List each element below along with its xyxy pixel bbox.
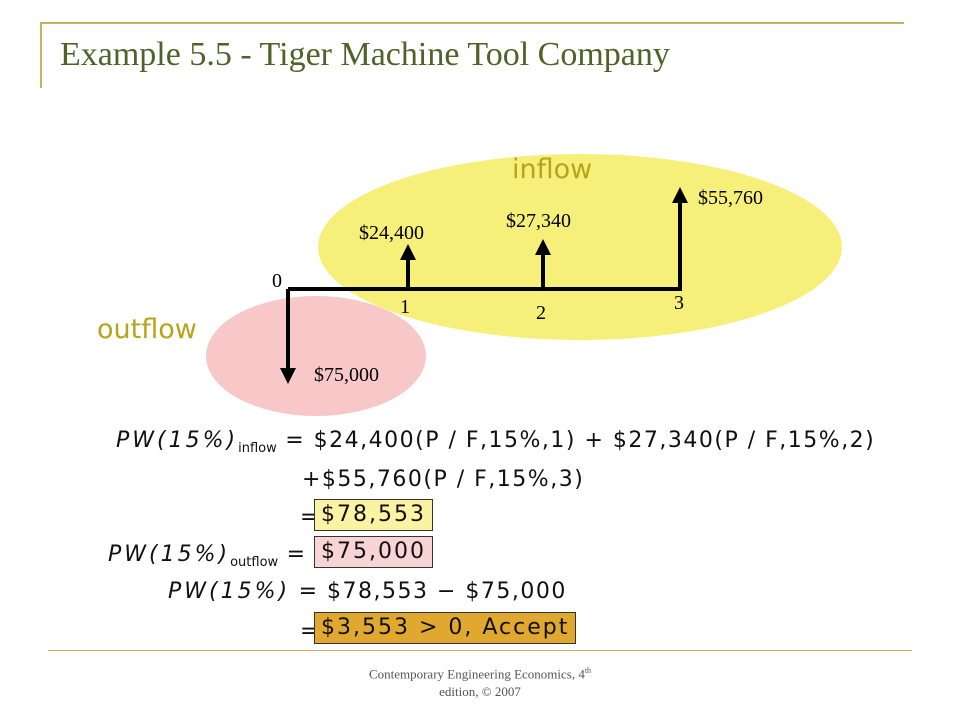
- footer-line-1: Contemporary Engineering Economics, 4: [368, 666, 585, 682]
- pw-inflow-lhs: PW(15%): [116, 428, 239, 453]
- equation-line-5: PW(15%) = $78,553 − $75,000: [168, 579, 567, 604]
- slide-title: Example 5.5 - Tiger Machine Tool Company: [60, 36, 670, 73]
- footer-superscript: th: [584, 666, 592, 675]
- outflow-subscript: outflow: [230, 555, 279, 570]
- equation-line-4: PW(15%)outflow =: [108, 542, 307, 570]
- left-frame-rule: [40, 22, 42, 88]
- pw-net-lhs: PW(15%): [168, 579, 291, 604]
- equals-sign-6: =: [300, 619, 320, 644]
- pw-inflow-result-box: $78,553: [314, 499, 433, 531]
- equation-line-1: PW(15%)inflow = $24,400(P / F,15%,1) + $…: [116, 428, 875, 456]
- equals-sign-3: =: [300, 505, 320, 530]
- period-label-3: 3: [674, 292, 684, 314]
- period-label-2: 2: [536, 302, 546, 324]
- bottom-frame-rule: [48, 650, 912, 651]
- amount-period-0: $75,000: [314, 364, 379, 386]
- outflow-label: outflow: [97, 314, 197, 345]
- equals-sign-4: =: [286, 542, 307, 567]
- amount-period-3: $55,760: [698, 187, 763, 209]
- amount-period-2: $27,340: [506, 210, 571, 232]
- inflow-subscript: inflow: [238, 441, 277, 456]
- outflow-region: [206, 296, 426, 416]
- amount-period-1: $24,400: [359, 222, 424, 244]
- period-label-0: 0: [272, 270, 282, 292]
- pw-inflow-rhs: = $24,400(P / F,15%,1) + $27,340(P / F,1…: [285, 428, 876, 453]
- pw-outflow-result-box: $75,000: [314, 536, 433, 568]
- period-label-1: 1: [400, 296, 410, 318]
- footer-line-2: edition, © 2007: [439, 684, 521, 700]
- equation-line-2: +$55,760(P / F,15%,3): [302, 467, 585, 492]
- accept-result-box: $3,553 > 0, Accept: [314, 612, 577, 644]
- pw-net-rhs: = $78,553 − $75,000: [298, 579, 567, 604]
- slide-footer: Contemporary Engineering Economics, 4th …: [300, 662, 660, 701]
- top-frame-rule: [40, 22, 904, 24]
- inflow-label: inflow: [512, 154, 593, 185]
- pw-outflow-lhs: PW(15%): [108, 542, 231, 567]
